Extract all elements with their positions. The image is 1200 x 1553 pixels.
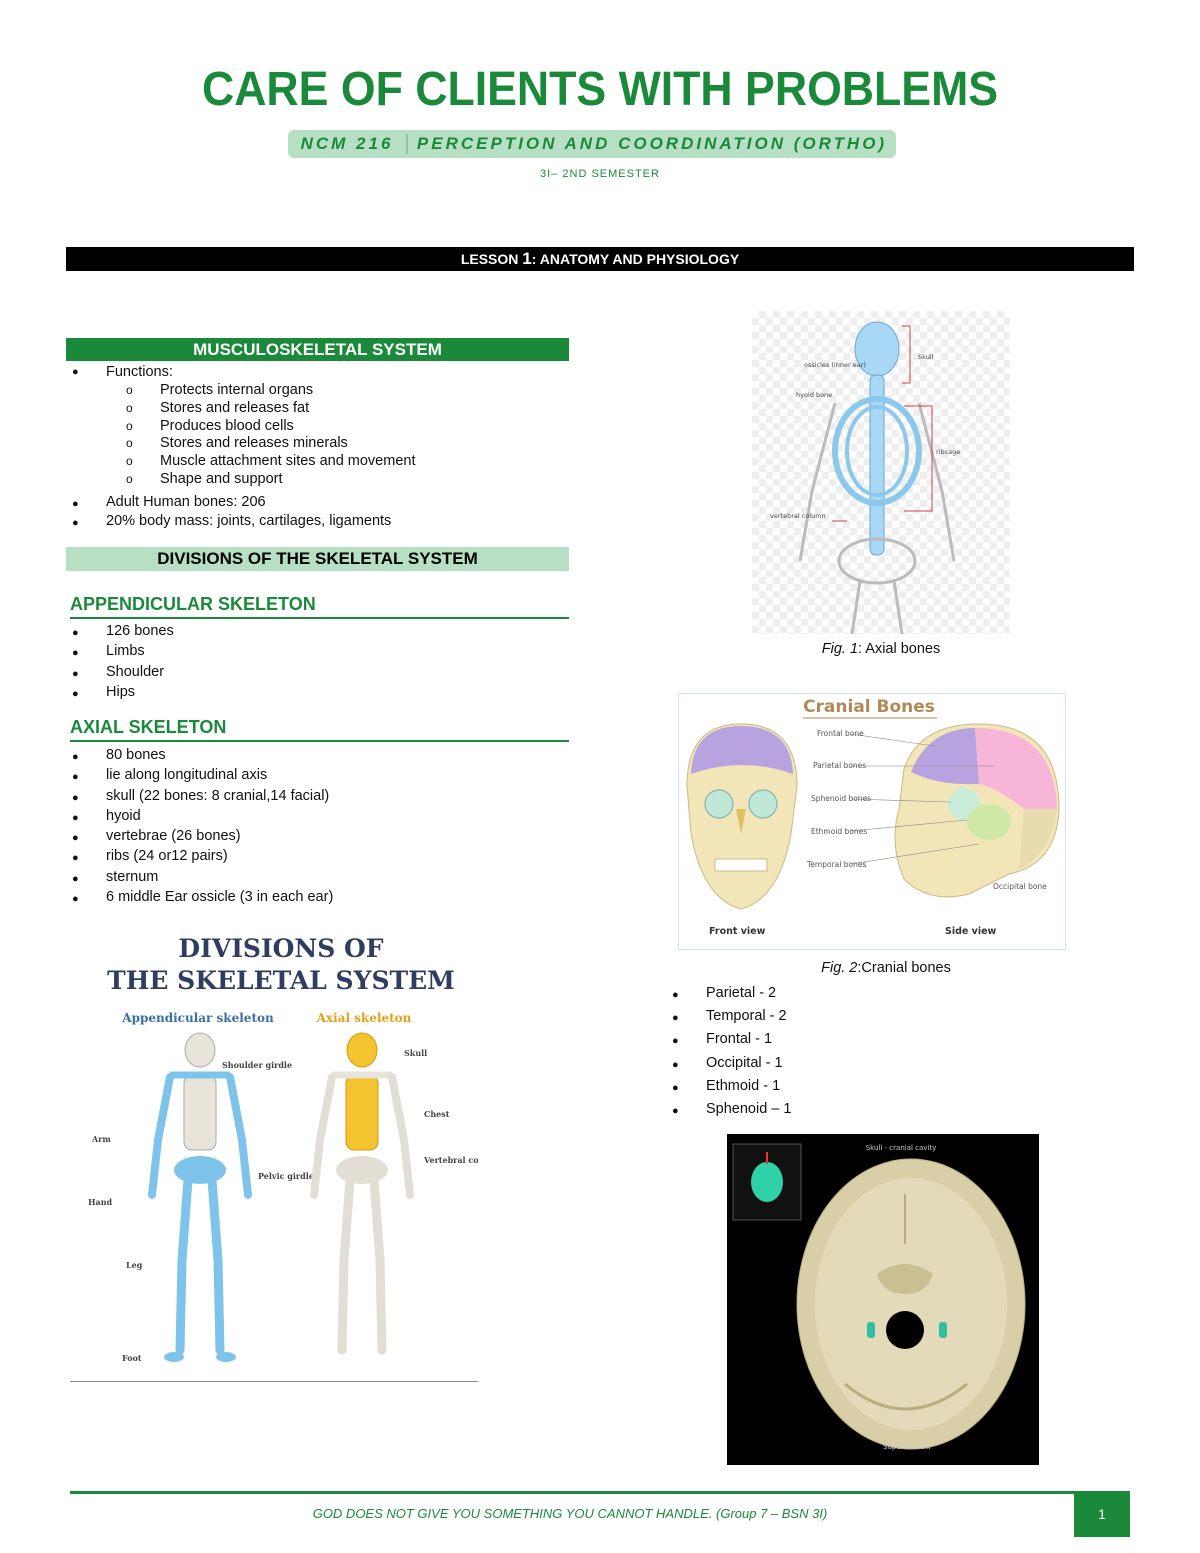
infographic-title-2: THE SKELETAL SYSTEM	[107, 966, 455, 995]
list-item: 80 bones	[72, 745, 566, 768]
label-sphenoid: Sphenoid bones	[811, 794, 871, 803]
label-occipital: Occipital bone	[993, 882, 1047, 891]
fig3-title: Skull - cranial cavity	[866, 1144, 937, 1152]
fig2-label: Fig. 2	[821, 960, 858, 976]
appendicular-list: 126 bones Limbs Shoulder Hips	[72, 621, 566, 705]
lesson-bar: LESSON 1: ANATOMY AND PHYSIOLOGY	[66, 247, 1134, 271]
label-ribcage: ribcage	[936, 448, 960, 456]
page-number: 1	[1074, 1491, 1130, 1537]
label-side-view: Side view	[945, 926, 997, 937]
label-hand: Hand	[88, 1197, 113, 1207]
list-item: vertebrae (26 bones)	[72, 826, 566, 849]
list-item: 6 middle Ear ossicle (3 in each ear)	[72, 887, 566, 910]
list-item: Temporal - 2	[672, 1005, 1106, 1030]
cranial-counts-list: Parietal - 2 Temporal - 2 Frontal - 1 Oc…	[672, 982, 1106, 1123]
fig1-label: Fig. 1	[821, 641, 859, 657]
fig1-axial-bones-image: ossicles (inner ear) hyoid bone Skull ri…	[752, 311, 1010, 634]
list-item: Ethmoid - 1	[672, 1075, 1106, 1100]
list-item: ribs (24 or12 pairs)	[72, 846, 566, 869]
facts-list: Adult Human bones: 206 20% body mass: jo…	[72, 493, 566, 533]
axial-skeleton-figure: ossicles (inner ear) hyoid bone Skull ri…	[770, 321, 960, 634]
axial-label: Axial skeleton	[316, 1011, 412, 1025]
page-title: CARE OF CLIENTS WITH PROBLEMS	[201, 63, 999, 116]
musculoskeletal-heading: MUSCULOSKELETAL SYSTEM	[66, 338, 569, 361]
label-hyoid: hyoid bone	[796, 391, 832, 399]
list-item: Occipital - 1	[672, 1052, 1106, 1077]
list-item: hyoid	[72, 806, 566, 829]
divisions-heading: DIVISIONS OF THE SKELETAL SYSTEM	[66, 547, 569, 571]
fig2-caption: Fig. 2:Cranial bones	[678, 960, 1094, 976]
fig2-title: Cranial Bones	[803, 697, 935, 717]
fig2-text: :Cranial bones	[857, 960, 951, 976]
list-item: Protects internal organs	[126, 382, 580, 400]
list-item: Produces blood cells	[126, 418, 580, 436]
functions-list: Protects internal organs Stores and rele…	[126, 382, 580, 489]
footer-divider	[70, 1491, 1130, 1494]
infographic-title-1: DIVISIONS OF	[178, 934, 383, 963]
list-item: Sphenoid – 1	[672, 1098, 1106, 1123]
list-item: Adult Human bones: 206	[72, 493, 566, 514]
semester: 3I– 2ND SEMESTER	[540, 168, 660, 180]
label-frontal: Frontal bone	[817, 729, 864, 738]
label-parietal: Parietal bones	[813, 761, 866, 770]
label-ossicles: ossicles (inner ear)	[804, 361, 866, 369]
list-item: 20% body mass: joints, cartilages, ligam…	[72, 512, 566, 533]
label-skull: Skull	[404, 1048, 427, 1058]
cranial-figure: Cranial Bones Frontal bone Parietal bone…	[686, 697, 1060, 937]
cranial-cavity-image: Skull - cranial cavity Superior view	[727, 1134, 1039, 1465]
list-item: Frontal - 1	[672, 1028, 1106, 1053]
label-pelvic: Pelvic girdle	[258, 1171, 314, 1181]
musculoskeletal-list: Functions:	[72, 364, 566, 382]
cranial-cavity-figure: Skull - cranial cavity Superior view	[732, 1143, 1026, 1451]
list-item: Shoulder	[72, 662, 566, 685]
label-front-view: Front view	[709, 926, 766, 937]
label-temporal: Temporal bones	[806, 860, 866, 869]
list-item: Limbs	[72, 641, 566, 664]
axial-list: 80 bones lie along longitudinal axis sku…	[72, 745, 566, 910]
label-arm: Arm	[91, 1134, 111, 1144]
fig1-caption: Fig. 1: Axial bones	[752, 641, 1010, 657]
label-vertebral: Vertebral column	[423, 1155, 478, 1165]
appendicular-skeleton	[148, 1032, 252, 1362]
list-item: lie along longitudinal axis	[72, 765, 566, 788]
list-item: Stores and releases fat	[126, 400, 580, 418]
list-item: Functions:	[72, 364, 566, 382]
lesson-title: : ANATOMY AND PHYSIOLOGY	[531, 251, 740, 267]
list-item: Hips	[72, 682, 566, 705]
divisions-infographic: DIVISIONS OF THE SKELETAL SYSTEM Appendi…	[70, 925, 478, 1382]
appendicular-heading: APPENDICULAR SKELETON	[70, 594, 569, 619]
list-item: Parietal - 2	[672, 982, 1106, 1007]
skeleton-illustration: DIVISIONS OF THE SKELETAL SYSTEM Appendi…	[88, 934, 478, 1363]
lesson-number: 1	[522, 249, 532, 268]
list-item: Stores and releases minerals	[126, 435, 580, 453]
list-item: Muscle attachment sites and movement	[126, 453, 580, 471]
list-item: skull (22 bones: 8 cranial,14 facial)	[72, 786, 566, 809]
course-name: PERCEPTION AND COORDINATION (ORTHO)	[416, 134, 888, 153]
list-item: sternum	[72, 867, 566, 890]
axial-heading: AXIAL SKELETON	[70, 717, 569, 742]
lesson-prefix: LESSON	[460, 251, 523, 267]
label-leg: Leg	[126, 1260, 143, 1270]
label-ethmoid: Ethmoid bones	[811, 827, 867, 836]
fig1-text: : Axial bones	[858, 641, 941, 657]
label-vertebral: vertebral column	[770, 512, 826, 520]
course-bar: NCM 216 PERCEPTION AND COORDINATION (ORT…	[288, 130, 896, 158]
label-foot: Foot	[122, 1353, 142, 1363]
label-chest: Chest	[424, 1109, 450, 1119]
label-skull: Skull	[918, 353, 934, 361]
label-shoulder: Shoulder girdle	[222, 1060, 292, 1070]
footer-quote: GOD DOES NOT GIVE YOU SOMETHING YOU CANN…	[312, 1506, 828, 1521]
axial-skeleton	[310, 1032, 414, 1355]
appendicular-label: Appendicular skeleton	[121, 1011, 274, 1025]
fig3-view: Superior view	[883, 1443, 931, 1451]
fig2-cranial-bones-image: Cranial Bones Frontal bone Parietal bone…	[678, 693, 1066, 950]
course-code: NCM 216	[288, 134, 408, 154]
list-item: Shape and support	[126, 471, 580, 489]
list-item: 126 bones	[72, 621, 566, 644]
